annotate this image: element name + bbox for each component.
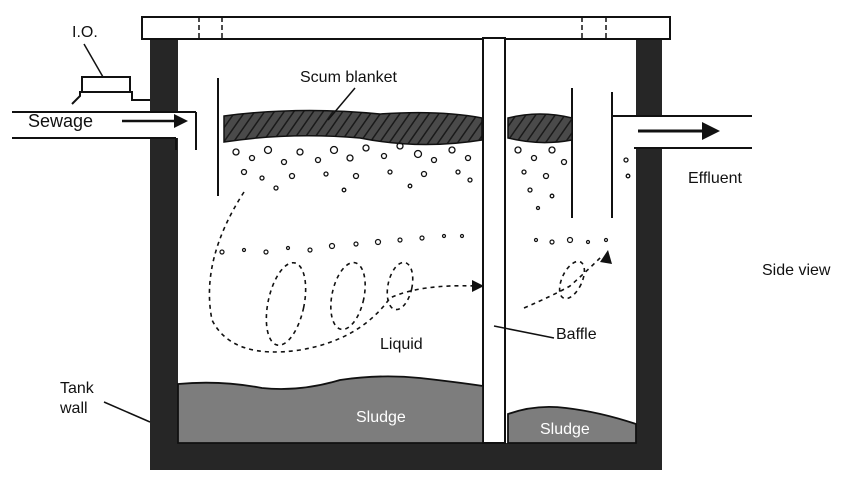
tank-floor xyxy=(150,443,662,470)
baffle-leader xyxy=(493,325,555,339)
baffle-label: Baffle xyxy=(556,326,597,343)
effluent-arrow-head xyxy=(702,122,720,140)
baffle xyxy=(482,37,506,444)
scum-leader xyxy=(327,87,356,121)
liquid-label: Liquid xyxy=(380,336,423,353)
tank-wall-label-line2: wall xyxy=(60,400,88,417)
flow-paths xyxy=(208,191,603,353)
scum-blanket-outlet xyxy=(507,113,573,144)
inspection-opening-riser xyxy=(71,91,150,105)
sludge-outlet xyxy=(507,405,637,444)
scum-bubbles xyxy=(232,142,631,211)
scum-blanket-main xyxy=(223,109,483,146)
tank-wall-label-line1: Tank xyxy=(60,380,94,397)
effluent-label: Effluent xyxy=(688,170,742,187)
suspended-particles xyxy=(219,233,609,255)
tank-left-wall xyxy=(150,38,178,470)
io-leader xyxy=(83,43,104,78)
inspection-opening-cap xyxy=(81,76,131,93)
tank-wall-leader xyxy=(103,401,151,423)
tank-right-wall xyxy=(636,38,662,470)
flow-arrow-head xyxy=(472,280,484,292)
scum-blanket-label: Scum blanket xyxy=(300,69,397,86)
sewage-label: Sewage xyxy=(28,111,94,131)
io-label: I.O. xyxy=(72,24,98,41)
sludge-main xyxy=(177,375,484,444)
side-view-label: Side view xyxy=(762,262,831,279)
tank-lid xyxy=(141,16,671,40)
sludge-outlet-label: Sludge xyxy=(540,421,590,438)
flow-arrow-head-outlet xyxy=(600,250,612,264)
sludge-main-label: Sludge xyxy=(356,409,406,426)
sewage-arrow-head xyxy=(174,114,188,128)
inlet-tee xyxy=(175,112,197,150)
